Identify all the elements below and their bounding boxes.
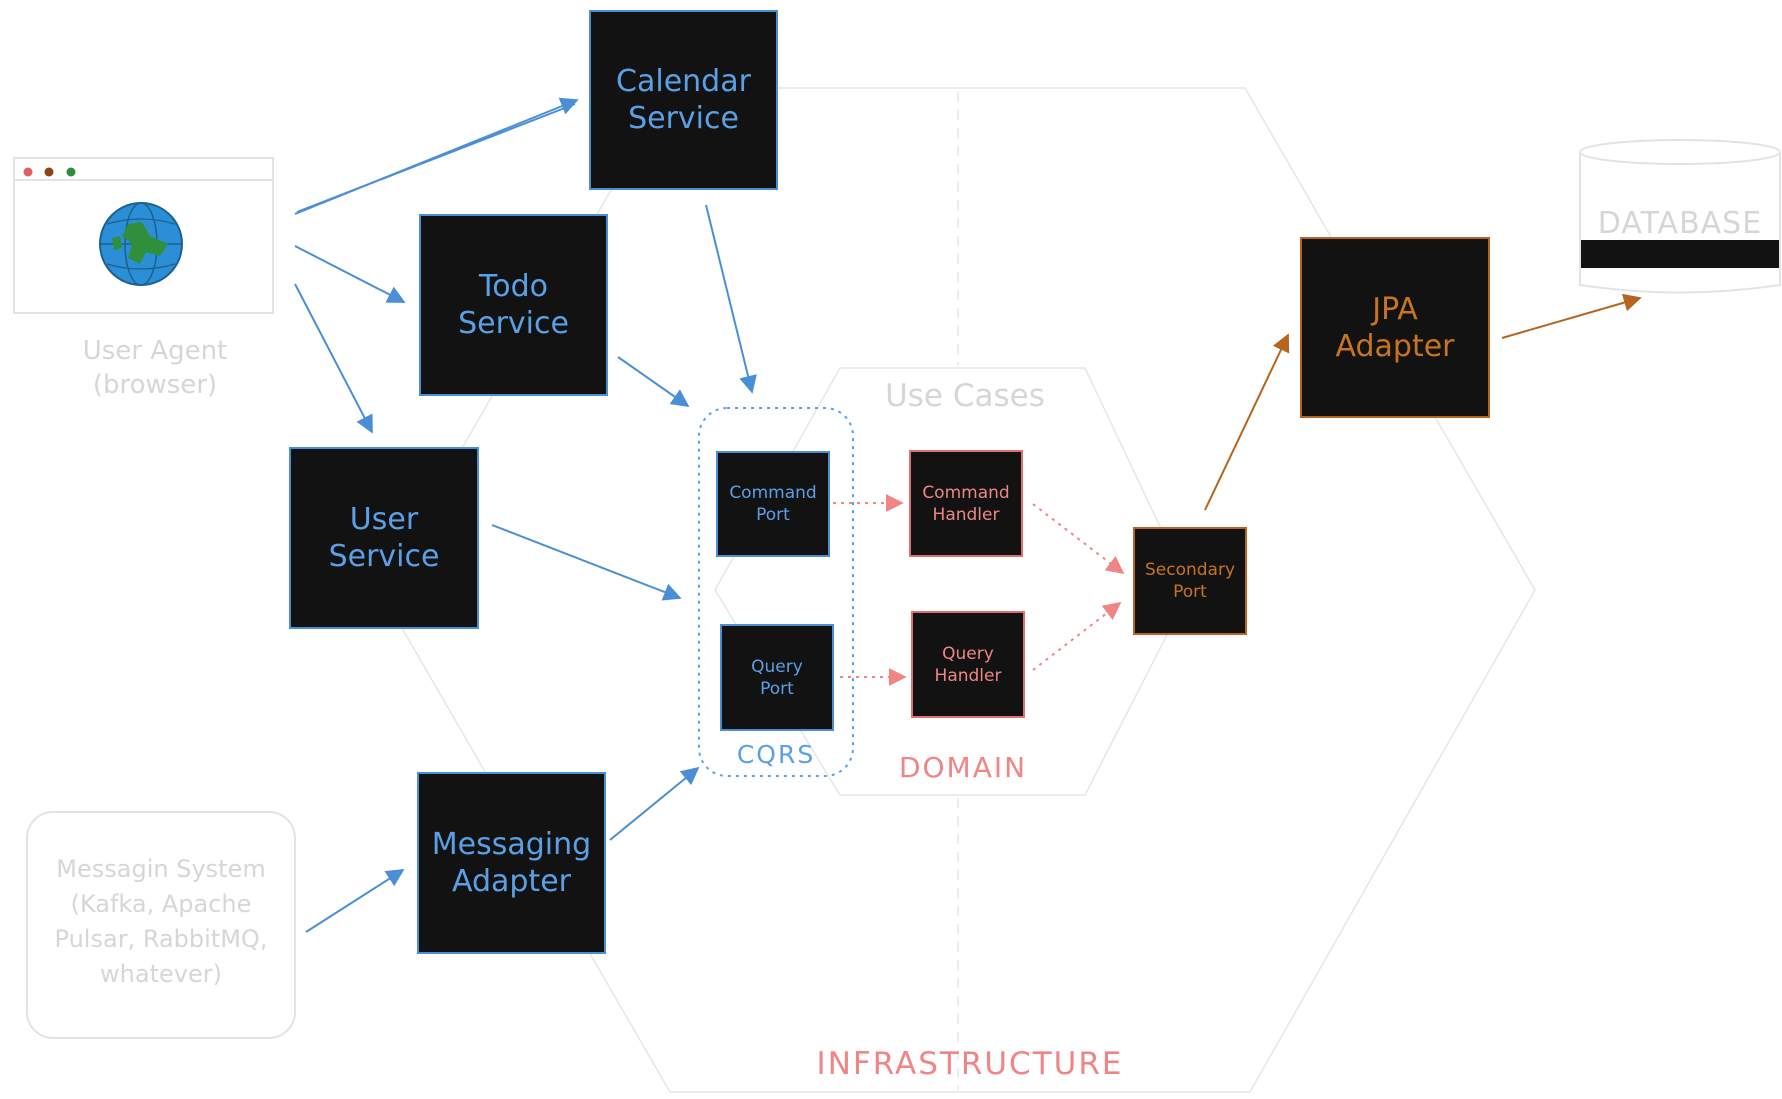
user-agent-label: User Agent (browser) (82, 336, 228, 400)
calendar-service-box[interactable]: Calendar Service (589, 10, 778, 190)
use-cases-label: Use Cases (885, 378, 1045, 414)
cqrs-group (698, 407, 854, 777)
database-cylinder-icon (1579, 139, 1781, 294)
user-service-box[interactable]: User Service (289, 447, 479, 629)
command-handler-box[interactable]: Command Handler (909, 450, 1023, 557)
secondary-port-box[interactable]: Secondary Port (1133, 527, 1247, 635)
arrows-blue (294, 97, 757, 933)
infrastructure-label: INFRASTRUCTURE (816, 1046, 1124, 1082)
globe-icon (99, 202, 183, 286)
messaging-system-label: Messagin System (Kafka, Apache Pulsar, R… (54, 855, 268, 988)
query-handler-box[interactable]: Query Handler (911, 611, 1025, 718)
messaging-system-box (26, 811, 296, 1039)
messaging-adapter-box[interactable]: Messaging Adapter (417, 772, 606, 954)
use-cases-hexagon (714, 367, 1191, 796)
cqrs-label: CQRS (736, 740, 816, 769)
command-port-box[interactable]: Command Port (716, 451, 830, 557)
domain-label: DOMAIN (898, 751, 1028, 784)
arrows-red (833, 494, 1125, 686)
database-label: DATABASE (1597, 206, 1763, 241)
arrows-orange (1204, 293, 1642, 511)
jpa-adapter-box[interactable]: JPA Adapter (1300, 237, 1490, 418)
query-port-box[interactable]: Query Port (720, 624, 834, 731)
todo-service-box[interactable]: Todo Service (419, 214, 608, 396)
